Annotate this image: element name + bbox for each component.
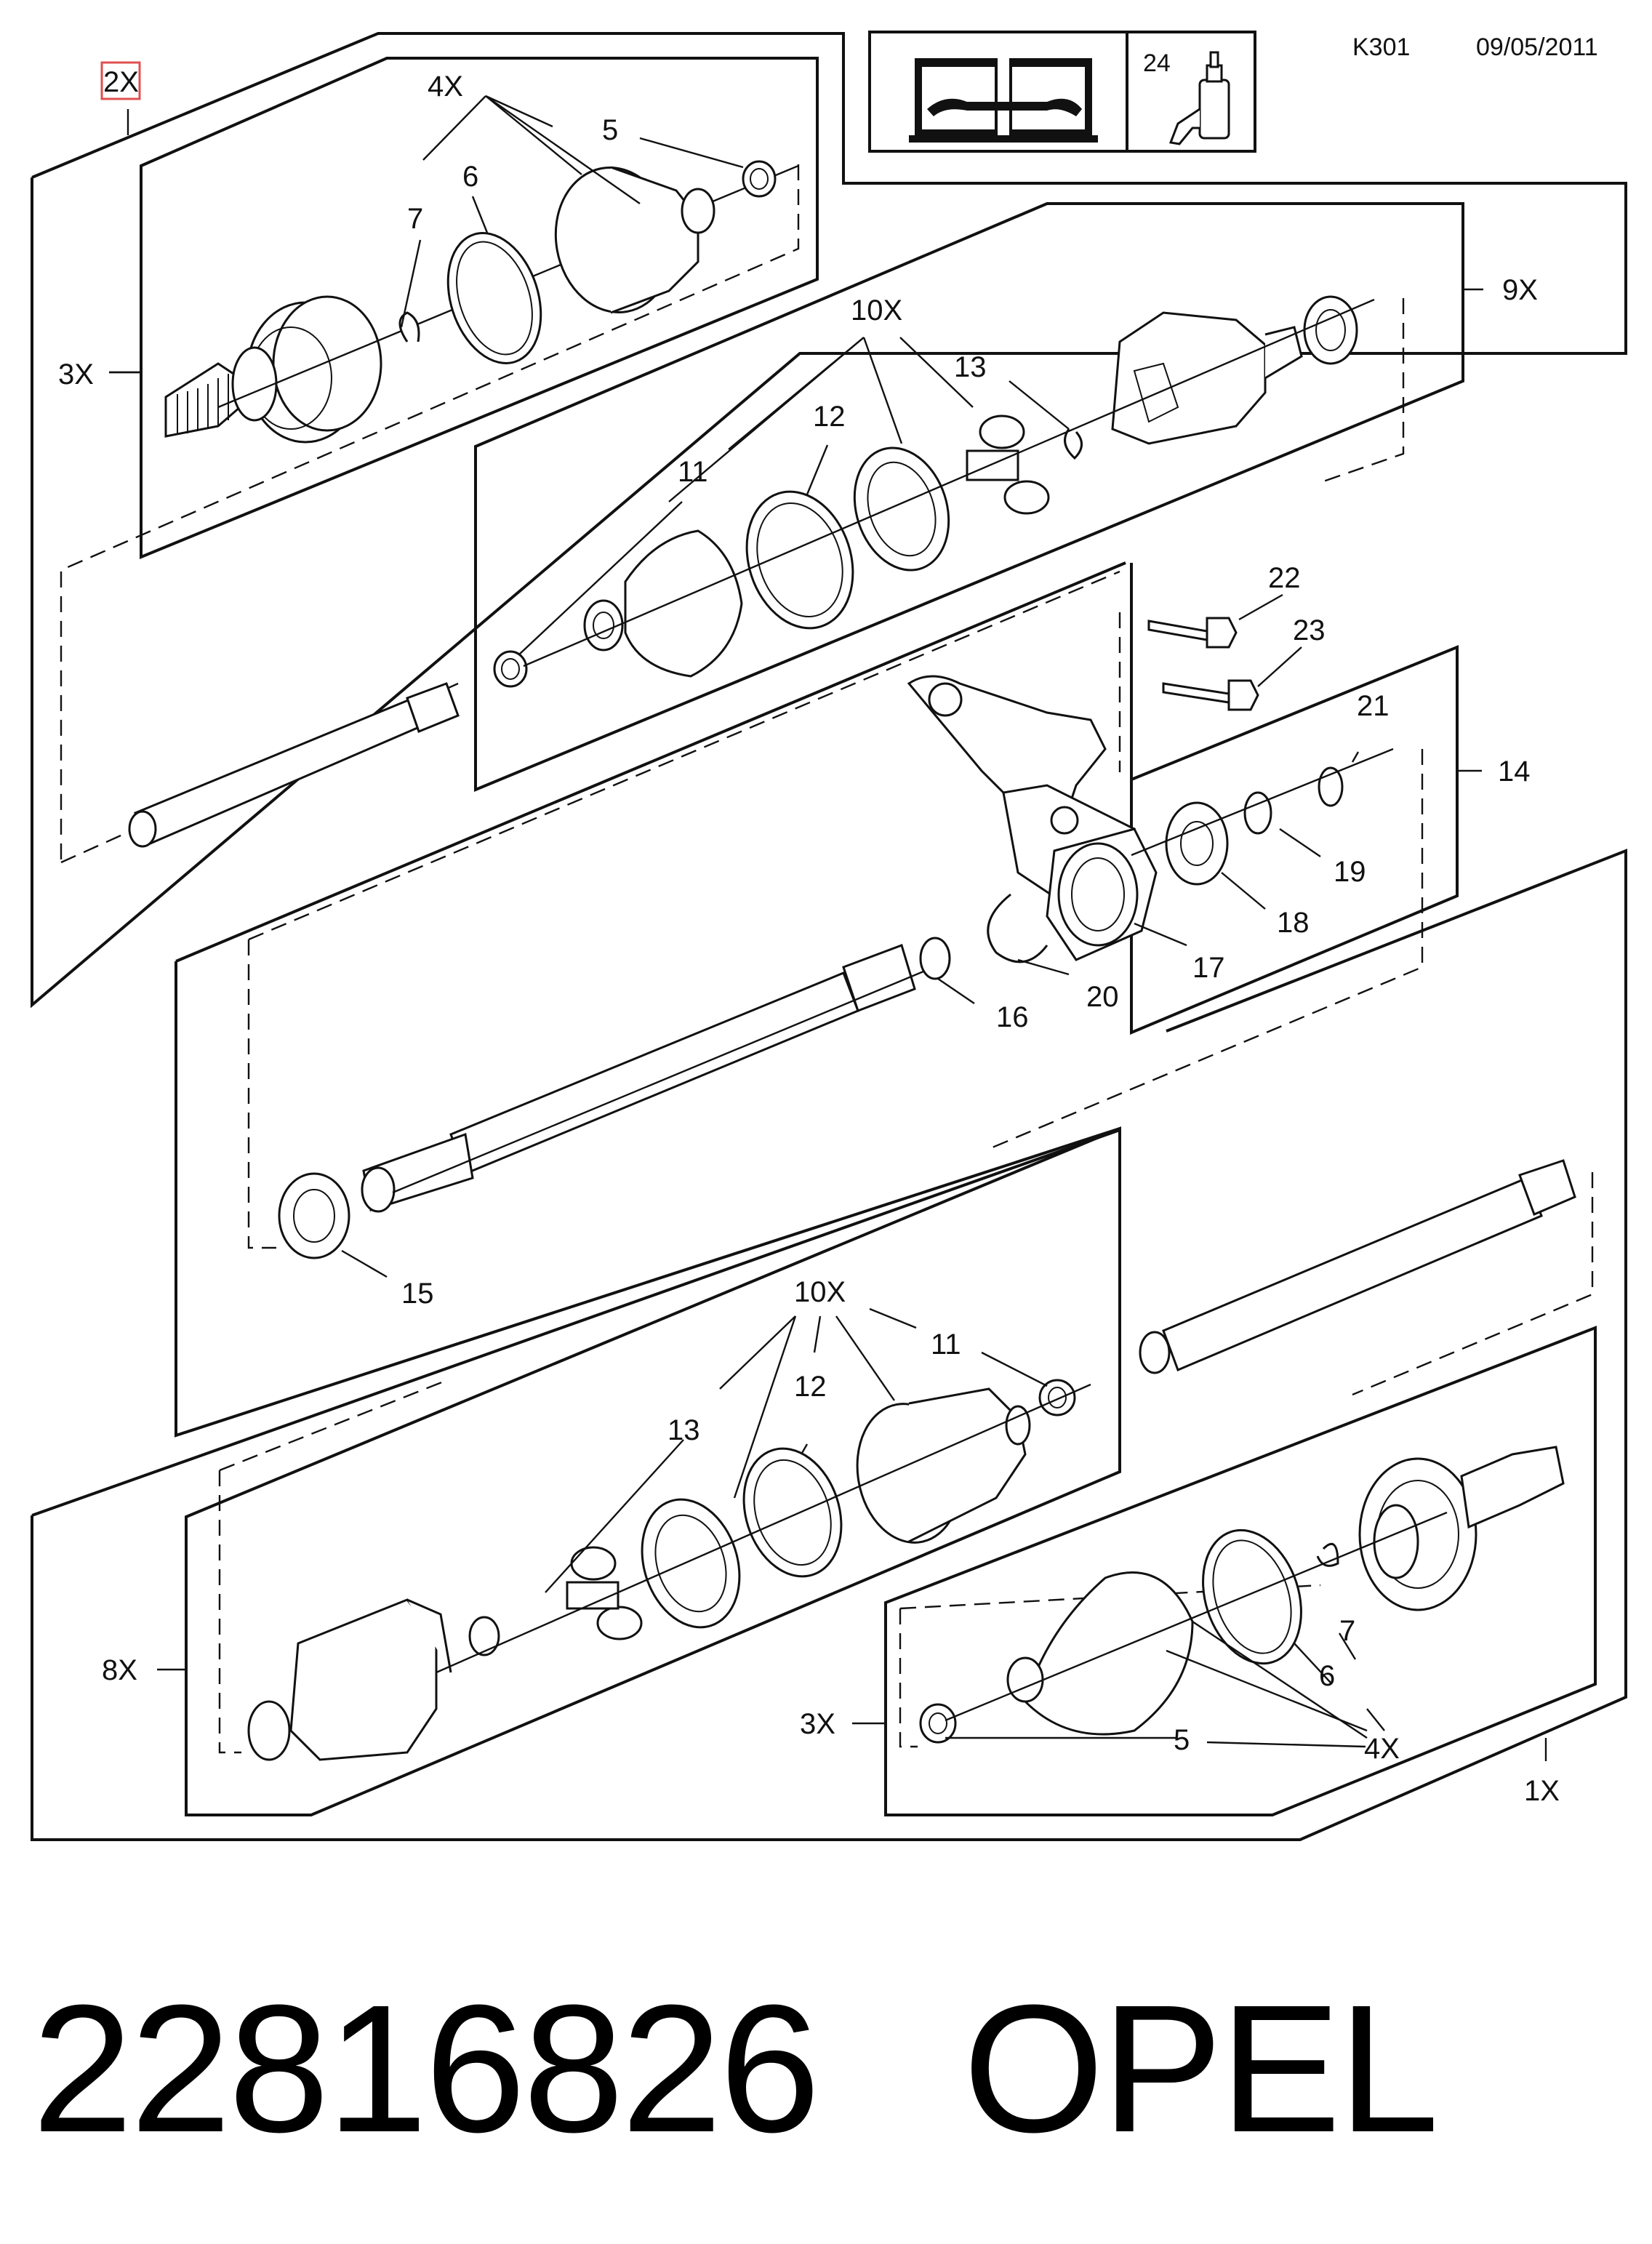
callout-7-a: 7 [407, 203, 423, 235]
callout-20: 20 [1086, 981, 1119, 1013]
callout-qty-4x-a: 4X [428, 71, 463, 103]
inner-joint-lower [247, 1307, 1091, 1761]
callout-qty-2x: 2X [103, 66, 139, 98]
highlight-box [100, 61, 141, 100]
bearing-box [988, 563, 1482, 1150]
callout-15: 15 [401, 1278, 434, 1310]
callout-5-b: 5 [1174, 1724, 1190, 1756]
callout-12-a: 12 [813, 401, 846, 433]
qty-leaders [109, 109, 141, 374]
steering-knuckle-bracket [907, 593, 1394, 1004]
callout-22: 22 [1268, 562, 1301, 594]
callout-qty-4x-b: 4X [1364, 1733, 1400, 1765]
callout-13-b: 13 [667, 1414, 700, 1446]
callout-14: 14 [1498, 756, 1531, 788]
callout-19: 19 [1334, 856, 1366, 888]
callout-6-a: 6 [462, 161, 478, 193]
repair-manual-icon [909, 58, 1098, 143]
shaft-upper [128, 682, 460, 848]
diagram-code: K301 [1352, 33, 1410, 61]
intermediate-shaft-frame [175, 561, 1627, 1438]
callout-17: 17 [1192, 952, 1225, 984]
outer-cv-joint-upper [164, 95, 799, 444]
inner-joint-upper [493, 295, 1375, 688]
callout-18: 18 [1277, 907, 1310, 939]
callout-qty-1x: 1X [1524, 1775, 1560, 1807]
shaft-lower [1139, 1159, 1594, 1396]
callout-16: 16 [996, 1001, 1029, 1033]
upper-assembly-frame [31, 32, 1627, 1009]
manual-ref-number: 24 [1143, 49, 1171, 77]
callout-labels: 2X 4X 5 6 7 3X 10X 13 9X 12 11 22 23 21 … [58, 66, 1560, 1807]
part-number: 22816826 [32, 1967, 820, 2170]
intermediate-shaft [278, 944, 924, 1278]
callout-23: 23 [1293, 614, 1326, 646]
callout-qty-3x-a: 3X [58, 358, 94, 390]
callout-qty-10x-b: 10X [794, 1276, 846, 1308]
callout-21: 21 [1357, 690, 1390, 722]
header-icon-box: 24 [868, 31, 1256, 153]
callout-qty-3x-b: 3X [800, 1708, 835, 1740]
callout-13-a: 13 [954, 351, 987, 383]
callout-12-b: 12 [794, 1371, 827, 1403]
callout-7-b: 7 [1339, 1615, 1355, 1647]
inner-joint-box-upper [474, 202, 1483, 792]
grease-tube-icon [1168, 51, 1230, 145]
brand-name: OPEL [963, 1967, 1439, 2170]
callout-11-a: 11 [678, 456, 708, 488]
callout-qty-10x-a: 10X [851, 294, 902, 326]
callout-5-a: 5 [602, 114, 618, 146]
inner-joint-box-lower [157, 1126, 1121, 1816]
callout-qty-8x: 8X [102, 1654, 137, 1686]
callout-11-b: 11 [931, 1329, 961, 1361]
diagram-date: 09/05/2011 [1476, 33, 1598, 61]
callout-qty-9x: 9X [1502, 274, 1538, 306]
callout-6-b: 6 [1319, 1660, 1335, 1692]
outer-cv-joint-lower [919, 1446, 1565, 1748]
